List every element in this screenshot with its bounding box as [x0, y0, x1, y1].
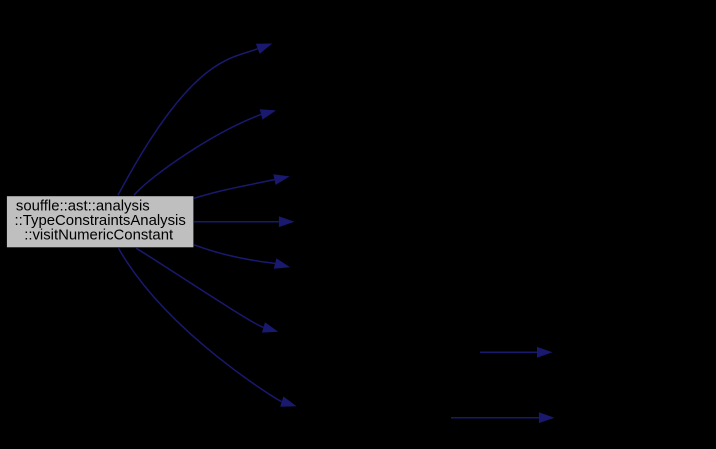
- svg-text:souffle::ast::analysis: souffle::ast::analysis: [16, 199, 150, 215]
- svg-text:::visitNumericConstant: ::visitNumericConstant: [24, 228, 174, 244]
- svg-text:::TypeConstraintsAnalysis: ::TypeConstraintsAnalysis: [15, 213, 186, 229]
